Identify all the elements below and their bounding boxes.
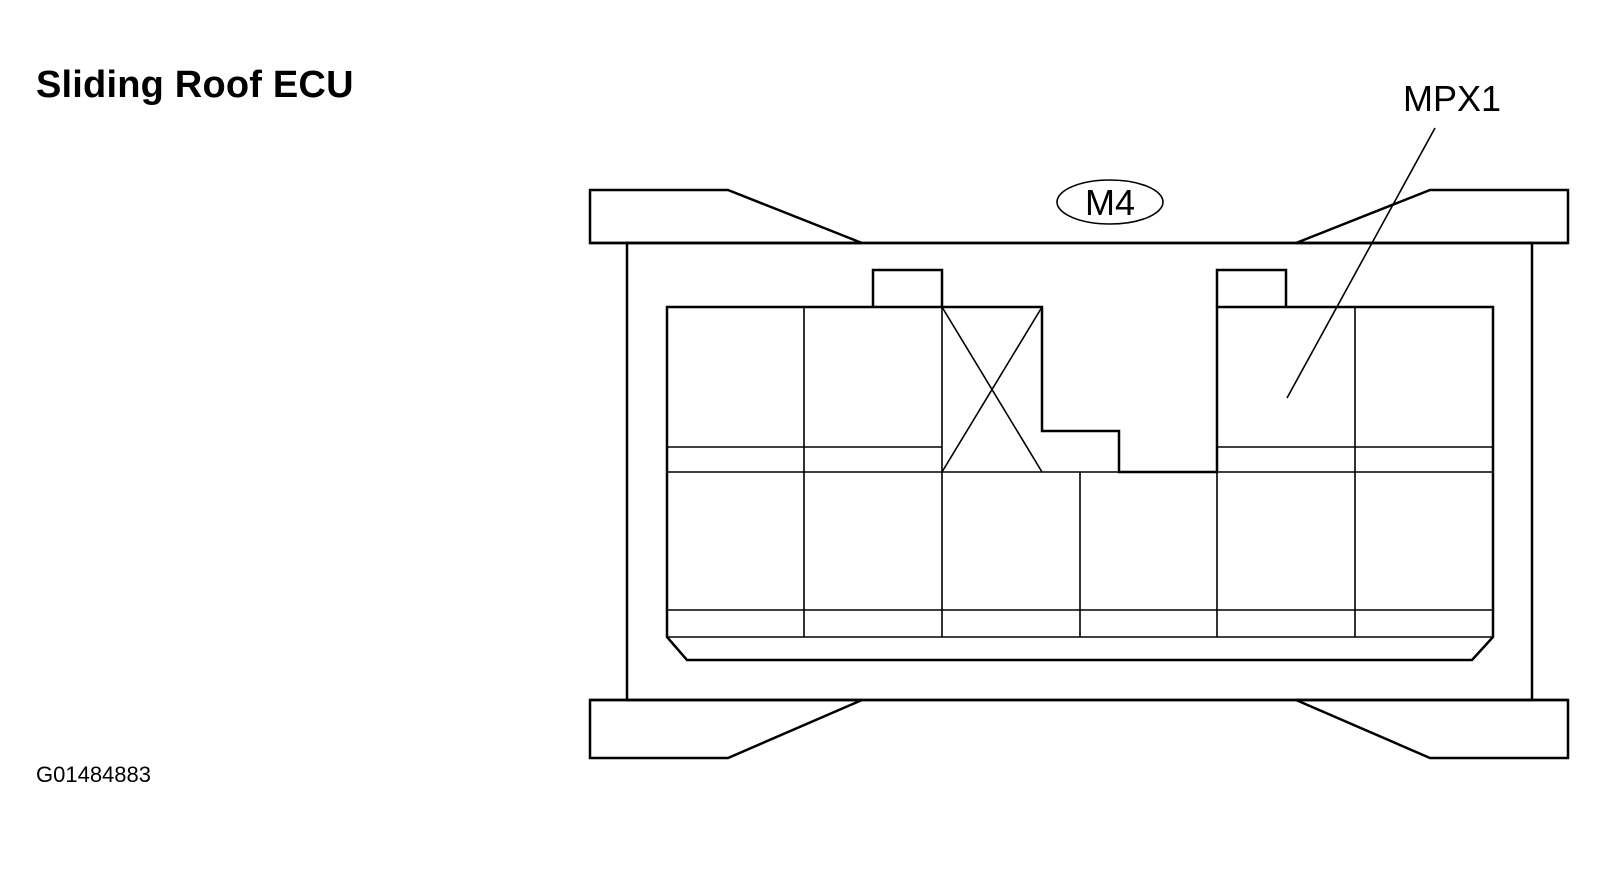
connector-housing: [625, 241, 1534, 702]
connector-bottom-flange: [588, 698, 1570, 760]
empty-cavity-mark: [941, 306, 1043, 473]
connector-code-ellipse: [1056, 179, 1164, 225]
figure-id: G01484883: [36, 762, 151, 787]
connector-name: MPX1: [1403, 78, 1501, 119]
connector-name-leader: [1286, 127, 1436, 399]
locking-tab-left: [871, 268, 944, 307]
terminal-block-outline: [665, 305, 1495, 662]
connector-top-flange: [588, 188, 1570, 245]
locking-tab-right: [1215, 268, 1288, 307]
diagram-title: Sliding Roof ECU: [36, 64, 354, 106]
connector-code: M4: [1085, 182, 1135, 223]
